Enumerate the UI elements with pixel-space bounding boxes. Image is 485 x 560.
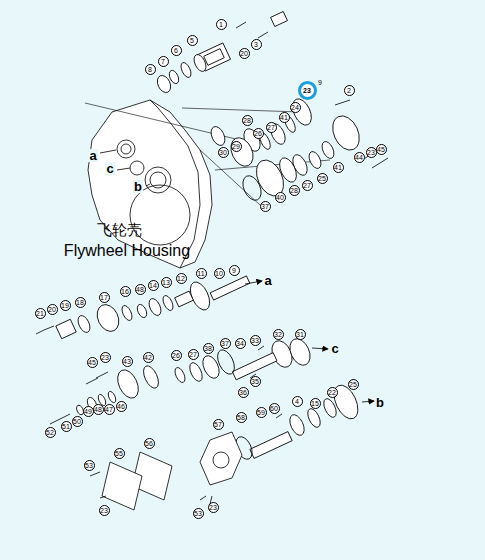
highlighted-callout: 23	[298, 81, 317, 100]
callout-number: 46	[116, 401, 127, 412]
callout-number: 11	[196, 268, 207, 279]
callout-number: 15	[310, 398, 321, 409]
callout-number: 53	[193, 508, 204, 519]
callout-number: 27	[188, 349, 199, 360]
callout-number: 29	[231, 141, 242, 152]
callout-number: 17	[99, 292, 110, 303]
part-title: Flywheel Housing	[64, 243, 190, 259]
callout-number: 53	[84, 460, 95, 471]
callout-number: 16	[120, 286, 131, 297]
callout-number: 52	[45, 427, 56, 438]
callout-number: 2	[344, 85, 355, 96]
view-letter: c	[330, 342, 339, 355]
callout-number: 38	[203, 343, 214, 354]
callout-number: 48	[93, 404, 104, 415]
callout-number: 8	[145, 64, 156, 75]
callout-number: 51	[61, 421, 72, 432]
callout-number: 6	[171, 45, 182, 56]
callout-number: 34	[235, 338, 246, 349]
callout-number: 49	[83, 406, 94, 417]
callout-number: 48	[135, 284, 146, 295]
callout-number: 26	[171, 350, 182, 361]
callout-number: 27	[266, 122, 277, 133]
callout-number: 27	[302, 180, 313, 191]
callout-number: 12	[176, 273, 187, 284]
callout-number: 45	[87, 357, 98, 368]
callout-number: 37	[260, 201, 271, 212]
callout-number: 44	[354, 152, 365, 163]
callout-number: 40	[275, 192, 286, 203]
part-title-chinese: 飞轮壳	[97, 222, 142, 237]
callout-number: 57	[213, 419, 224, 430]
callout-number: 59	[256, 407, 267, 418]
callout-number: 20	[47, 304, 58, 315]
view-letter: a	[88, 149, 97, 162]
callout-number: 45	[376, 144, 387, 155]
view-letter: b	[133, 180, 143, 193]
callout-number: 28	[289, 185, 300, 196]
callout-number: 41	[333, 162, 344, 173]
callout-number: 9	[229, 265, 240, 276]
callout-number: 30	[218, 147, 229, 158]
callout-number: 35	[250, 376, 261, 387]
view-letter: c	[105, 162, 114, 175]
callout-number: 28	[242, 115, 253, 126]
callout-number: 3	[251, 39, 262, 50]
callout-number: 7	[158, 56, 169, 67]
callout-number: 41	[279, 112, 290, 123]
callout-number: 23	[208, 502, 219, 513]
callout-number: 9	[317, 79, 323, 86]
callout-number: 13	[161, 277, 172, 288]
callout-number: 31	[295, 329, 306, 340]
callout-number: 25	[317, 173, 328, 184]
callout-number: 21	[35, 308, 46, 319]
callout-number: 24	[290, 102, 301, 113]
callout-number: 18	[75, 297, 86, 308]
callout-number: 56	[144, 438, 155, 449]
callout-number: 23	[100, 352, 111, 363]
callout-number: 1	[216, 19, 227, 30]
callout-number: 55	[114, 448, 125, 459]
callout-number: 14	[148, 280, 159, 291]
callout-number: 10	[214, 268, 225, 279]
view-letter: a	[263, 274, 272, 287]
callout-number: 36	[238, 387, 249, 398]
view-letter: b	[375, 396, 385, 409]
callout-number: 42	[143, 352, 154, 363]
callout-number: 32	[273, 329, 284, 340]
callout-number: 22	[327, 387, 338, 398]
callout-number: 20	[239, 48, 250, 59]
callout-number: 50	[72, 416, 83, 427]
callout-number: 25	[348, 379, 359, 390]
callout-number: 43	[122, 356, 133, 367]
callout-number: 33	[250, 335, 261, 346]
callout-number: 60	[269, 403, 280, 414]
callout-number: 26	[253, 128, 264, 139]
callout-number: 5	[187, 35, 198, 46]
callout-number: 23	[366, 147, 377, 158]
callout-number: 4	[292, 396, 303, 407]
callout-number: 37	[220, 338, 231, 349]
callout-number: 47	[104, 404, 115, 415]
callout-number: 58	[236, 412, 247, 423]
callout-number: 23	[99, 505, 110, 516]
callout-number: 19	[60, 300, 71, 311]
